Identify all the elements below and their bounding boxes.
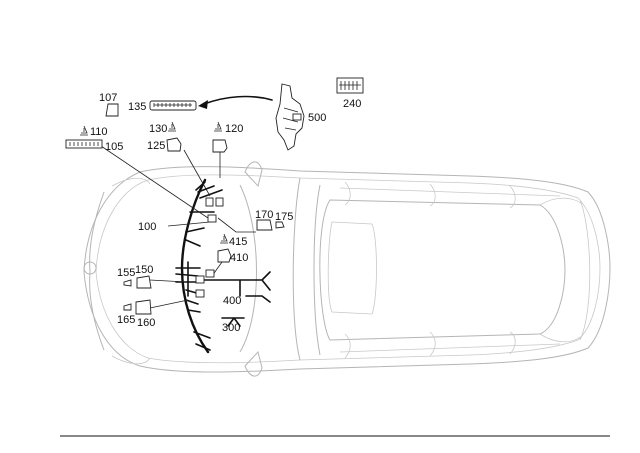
part-135-fuse-strip-icon	[149, 100, 197, 111]
vehicle-outline	[83, 161, 611, 377]
label-300: 300	[222, 322, 240, 334]
connector-410-icon	[217, 248, 232, 263]
part-500-bracket-icon	[275, 83, 305, 151]
label-170: 170	[255, 209, 273, 221]
arrow-500-to-135-icon	[198, 95, 273, 109]
ground-120-icon	[214, 121, 222, 132]
label-107: 107	[99, 92, 117, 104]
label-100: 100	[138, 221, 156, 233]
label-130: 130	[149, 123, 167, 135]
ground-415-icon	[220, 233, 228, 244]
part-105-fuse-row-icon	[65, 139, 103, 149]
plug-165-icon	[123, 303, 132, 311]
connector-160-icon	[135, 299, 152, 315]
ground-130-icon	[168, 121, 176, 132]
label-135: 135	[128, 101, 146, 113]
label-120: 120	[225, 123, 243, 135]
label-240: 240	[343, 98, 361, 110]
leader-lines	[100, 117, 295, 309]
connector-100	[207, 214, 217, 223]
label-500: 500	[308, 112, 326, 124]
label-165: 165	[117, 314, 135, 326]
label-110: 110	[90, 126, 108, 138]
connector-410	[205, 269, 215, 278]
connector-c	[195, 275, 205, 284]
part-240-fuse-block-icon	[336, 77, 364, 94]
connector-d	[195, 289, 205, 298]
label-175: 175	[275, 211, 293, 223]
connector-115-icon	[212, 139, 228, 153]
label-410: 410	[230, 252, 248, 264]
connector-b	[215, 197, 224, 207]
connector-150-icon	[136, 275, 152, 289]
main-harness	[175, 178, 271, 354]
plug-155-icon	[123, 279, 132, 287]
plug-175-icon	[275, 221, 285, 229]
label-400: 400	[223, 295, 241, 307]
harness-connectors	[195, 197, 224, 298]
connector-125-icon	[166, 137, 182, 152]
connector-a	[205, 197, 214, 207]
connector-170-icon	[256, 219, 273, 231]
ground-110-icon	[80, 125, 88, 136]
label-155: 155	[117, 267, 135, 279]
label-160: 160	[137, 317, 155, 329]
label-105: 105	[105, 141, 123, 153]
part-labels: 107 135 240 500 110 105 130 125 120 100 …	[90, 92, 361, 334]
label-125: 125	[147, 140, 165, 152]
label-415: 415	[229, 236, 247, 248]
label-150: 150	[135, 264, 153, 276]
part-107-icon	[105, 103, 119, 117]
